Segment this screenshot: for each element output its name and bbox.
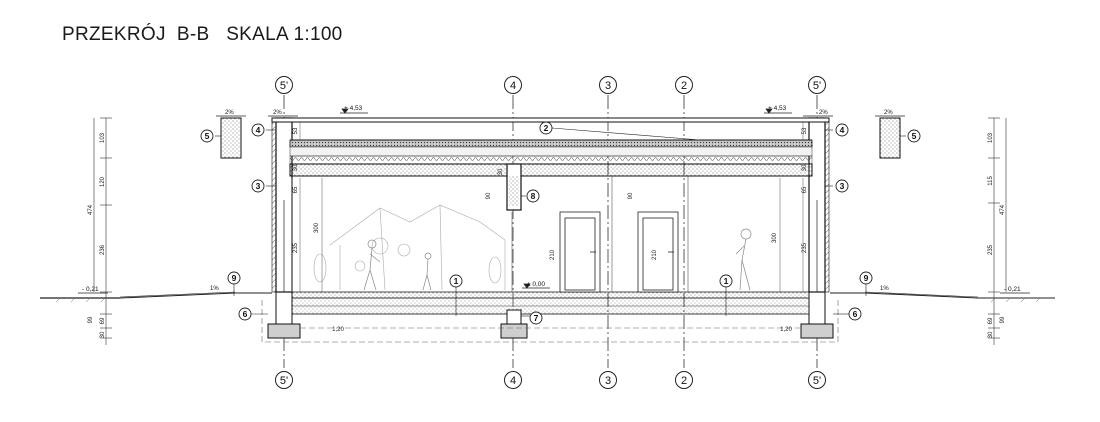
axis-label: 3 <box>605 80 611 92</box>
level-text: ± 0,00 <box>527 281 545 288</box>
marker-4: 4 <box>256 125 261 135</box>
axis-label: 5' <box>280 375 288 387</box>
dim-text: 30 <box>100 331 106 338</box>
dim-text: 69 <box>100 317 106 324</box>
axis-label: 4 <box>510 80 516 92</box>
leader-lines <box>215 127 906 317</box>
dim-text: 30 <box>293 164 299 171</box>
dim-text: 53 <box>802 127 808 134</box>
marker-5: 5 <box>912 131 917 141</box>
marker-8: 8 <box>531 191 536 201</box>
axis-label: 5' <box>280 80 288 92</box>
dim-text: 65 <box>293 186 299 193</box>
marker-6: 6 <box>243 309 248 319</box>
dim-text: 90 <box>628 192 634 199</box>
dim-text: 30 <box>988 331 994 338</box>
level-text: - 0,21 <box>82 286 99 293</box>
dim-text: 474 <box>1000 204 1006 215</box>
marker-7: 7 <box>534 313 539 323</box>
marker-bubbles <box>200 121 921 325</box>
dim-text: 235 <box>293 242 299 253</box>
dim-text: 90 <box>486 192 492 199</box>
dim-text: 1,20 <box>332 327 344 333</box>
dim-text: 99 <box>88 316 94 323</box>
level-text: - 0,21 <box>1004 286 1021 293</box>
dim-text: 210 <box>550 249 556 260</box>
drawing-title: PRZEKRÓJ B-B SKALA 1:100 <box>62 24 343 45</box>
slope-text: 2% <box>273 110 282 116</box>
doors <box>559 211 679 293</box>
marker-1: 1 <box>454 276 459 286</box>
dim-texts: 103 120 474 236 99 69 30 103 115 474 235… <box>88 127 1006 338</box>
marker-9: 9 <box>864 273 869 283</box>
dim-text: 69 <box>988 317 994 324</box>
background-sketch <box>313 204 506 291</box>
dim-text: 103 <box>100 132 106 143</box>
axis-label: 4 <box>510 375 516 387</box>
dim-text: 103 <box>988 132 994 143</box>
dim-text: 30 <box>802 164 808 171</box>
axis-label: 5' <box>813 80 821 92</box>
slope-text: 1% <box>210 286 219 292</box>
dimension-right <box>988 117 1007 345</box>
dim-text: 53 <box>293 127 299 134</box>
marker-1: 1 <box>724 276 729 286</box>
marker-9: 9 <box>232 273 237 283</box>
dim-text: 474 <box>88 204 94 215</box>
dimension-left <box>93 117 112 345</box>
dim-text: 99 <box>1000 316 1006 323</box>
dim-text: 236 <box>100 244 106 255</box>
ground-line <box>40 291 1055 299</box>
axis-bubbles-bottom <box>275 371 826 389</box>
axis-label: 5' <box>813 375 821 387</box>
marker-6: 6 <box>853 309 858 319</box>
slope-text: 2% <box>884 110 893 116</box>
floor-slab <box>289 291 813 299</box>
dim-text: 210 <box>652 249 658 260</box>
axis-lines <box>283 95 818 368</box>
slope-text: 1% <box>880 286 889 292</box>
dim-text: 235 <box>802 242 808 253</box>
foundations <box>267 291 834 339</box>
level-text: + 4,53 <box>768 105 787 112</box>
level-text: + 4,53 <box>344 105 363 112</box>
marker-3: 3 <box>256 181 261 191</box>
slope-text: 2% <box>225 110 234 116</box>
dim-text: 115 <box>988 176 994 186</box>
glazing <box>291 176 689 292</box>
axis-label: 2 <box>681 80 687 92</box>
dim-text: 120 <box>100 176 106 187</box>
slope-text: 2% <box>819 110 828 116</box>
dim-text: 65 <box>802 186 808 193</box>
dim-text: 1,20 <box>780 327 792 333</box>
marker-3: 3 <box>840 181 845 191</box>
axis-label: 2 <box>681 375 687 387</box>
dim-text: 300 <box>772 232 778 243</box>
dim-text: 300 <box>314 222 320 233</box>
dim-text: 235 <box>988 244 994 255</box>
level-markers <box>78 108 1030 294</box>
ground-hatch <box>55 297 1041 303</box>
roof-structure <box>271 117 830 211</box>
axis-label: 3 <box>605 375 611 387</box>
marker-2: 2 <box>544 123 549 133</box>
people-sketch <box>363 228 752 291</box>
dim-text: 30 <box>498 168 504 175</box>
parapet-copings <box>220 117 901 159</box>
marker-5: 5 <box>205 131 210 141</box>
marker-4: 4 <box>840 125 845 135</box>
axis-bubbles-top <box>275 76 826 94</box>
